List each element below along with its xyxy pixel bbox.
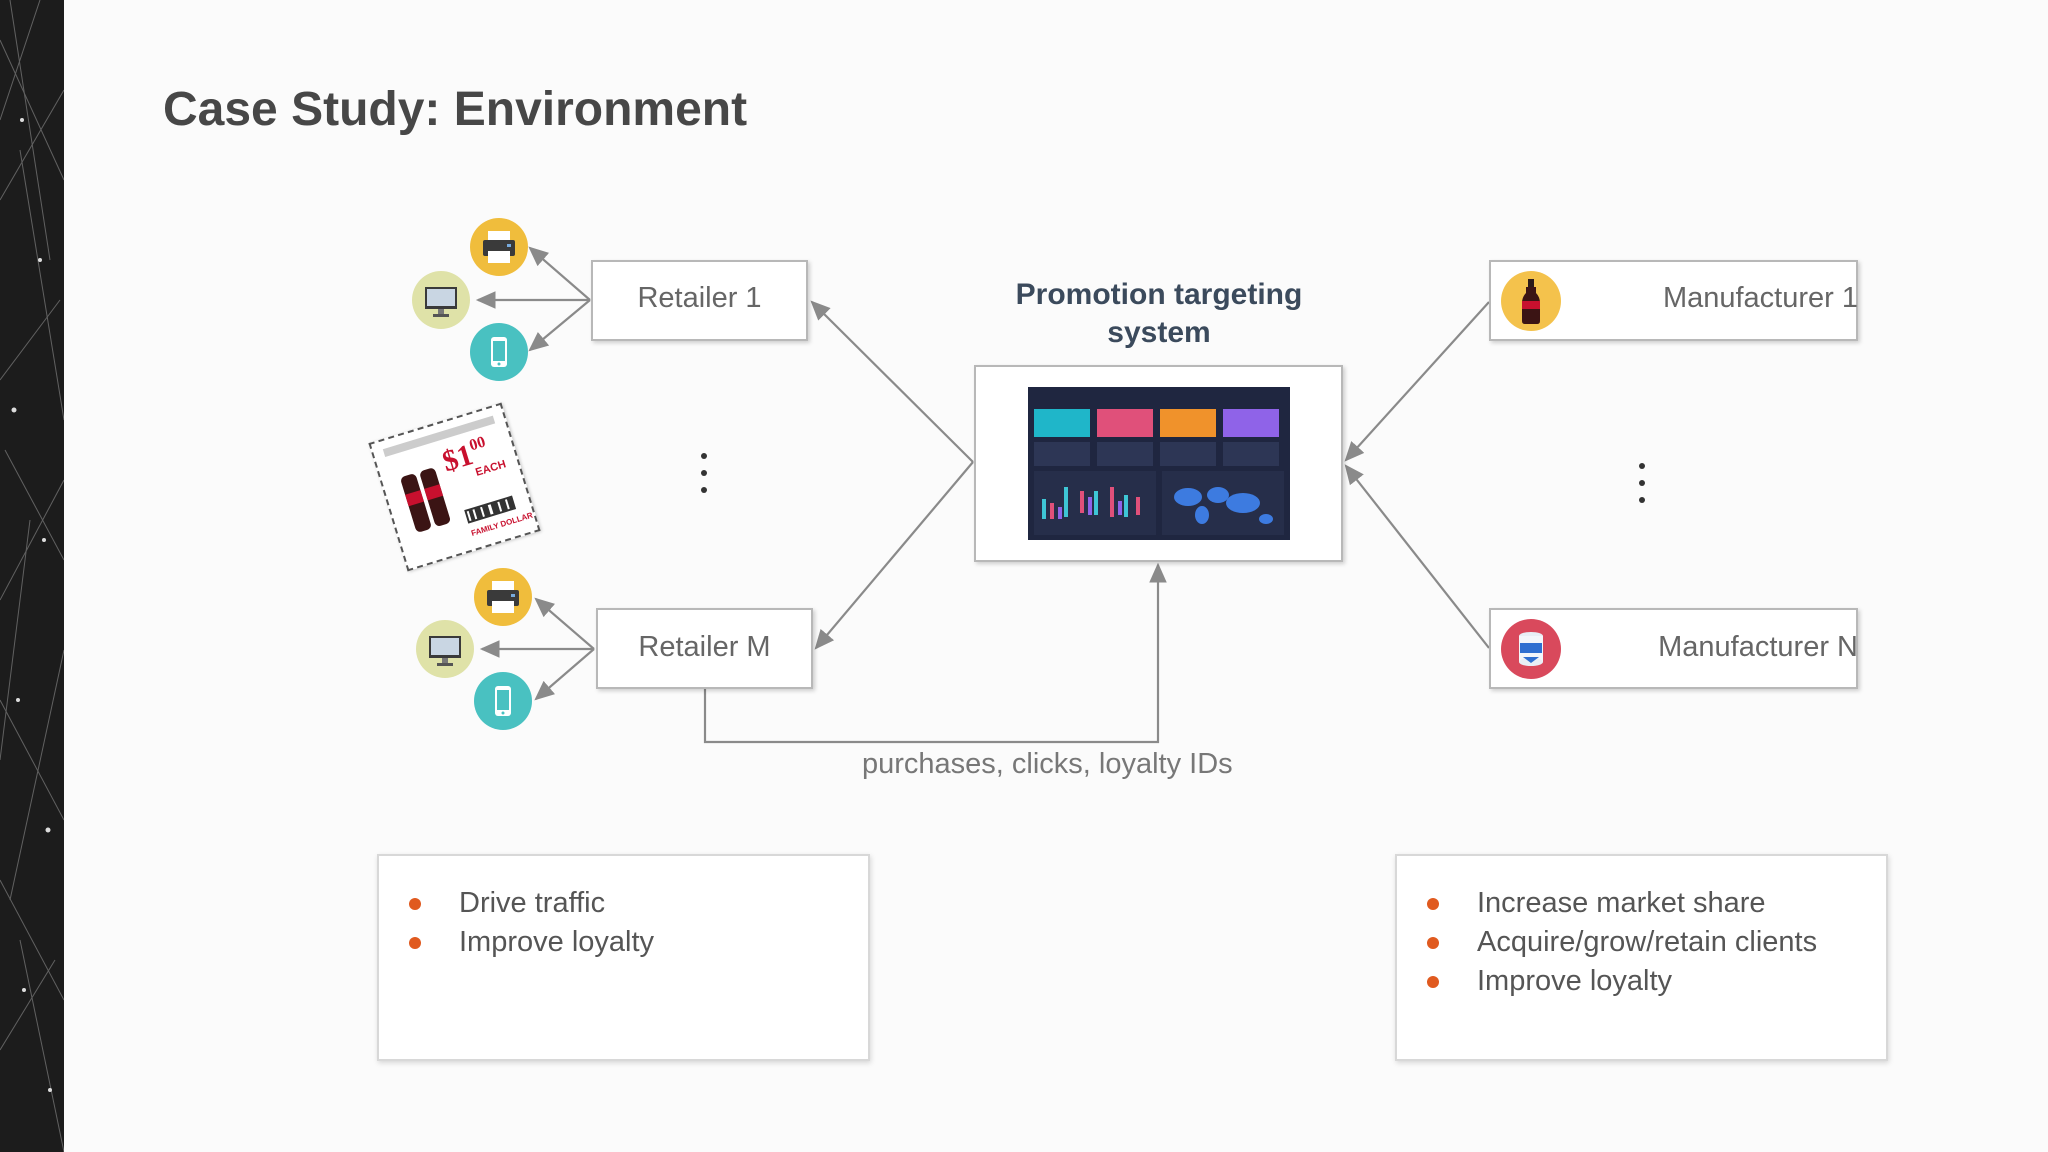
retailer-goals-list: Drive traffic Improve loyalty xyxy=(409,884,654,962)
phone-icon xyxy=(470,323,528,381)
monitor-icon xyxy=(412,271,470,329)
manufacturer-goals-box: Increase market share Acquire/grow/retai… xyxy=(1395,854,1888,1061)
arrow-mn-system xyxy=(1344,464,1490,649)
arrow-rm-printer xyxy=(534,597,595,650)
arrow-r1-printer xyxy=(528,246,591,301)
arrow-m1-system xyxy=(1344,301,1490,462)
manufacturer-n-label: Manufacturer N xyxy=(1658,631,1858,663)
list-item: Improve loyalty xyxy=(409,923,654,962)
milk-can-icon xyxy=(1501,619,1561,679)
retailer-ellipsis xyxy=(701,453,709,504)
bullet-icon xyxy=(1427,937,1439,949)
arrow-system-retailerm xyxy=(814,461,974,650)
list-item: Drive traffic xyxy=(409,884,654,923)
soda-bottle-icon xyxy=(1501,271,1561,331)
arrow-system-retailer1 xyxy=(810,300,974,463)
bullet-icon xyxy=(1427,976,1439,988)
network-pattern xyxy=(0,0,64,1152)
list-item: Improve loyalty xyxy=(1427,962,1817,1001)
manufacturer-goals-list: Increase market share Acquire/grow/retai… xyxy=(1427,884,1817,1001)
feedback-flow-label: purchases, clicks, loyalty IDs xyxy=(862,748,1233,780)
bullet-icon xyxy=(409,898,421,910)
monitor-icon xyxy=(416,620,474,678)
printer-icon xyxy=(474,568,532,626)
list-item: Acquire/grow/retain clients xyxy=(1427,923,1817,962)
bullet-icon xyxy=(1427,898,1439,910)
center-system-box xyxy=(974,365,1343,562)
arrow-r1-phone xyxy=(528,299,591,352)
printer-icon xyxy=(470,218,528,276)
retailer-m-box xyxy=(596,608,813,689)
retailer-1-label: Retailer 1 xyxy=(637,282,762,314)
phone-icon xyxy=(474,672,532,730)
manufacturer-1-label: Manufacturer 1 xyxy=(1662,282,1858,314)
retailer-m-label: Retailer M xyxy=(638,631,771,663)
slide-title: Case Study: Environment xyxy=(163,83,748,136)
decorative-sidebar xyxy=(0,0,64,1152)
list-item: Increase market share xyxy=(1427,884,1817,923)
arrow-rm-phone xyxy=(534,648,595,701)
coupon-image: $100 EACH FAMILY DOLLAR xyxy=(368,402,541,572)
dashboard-screenshot xyxy=(1028,387,1290,540)
center-system-title: Promotion targeting system xyxy=(1015,278,1303,349)
arrow-feedback-loop xyxy=(703,562,1167,744)
soda-bottles-graphic xyxy=(382,415,517,532)
retailer-1-box xyxy=(591,260,808,341)
manufacturer-ellipsis xyxy=(1639,463,1647,514)
retailer-goals-box: Drive traffic Improve loyalty xyxy=(377,854,870,1061)
bullet-icon xyxy=(409,937,421,949)
